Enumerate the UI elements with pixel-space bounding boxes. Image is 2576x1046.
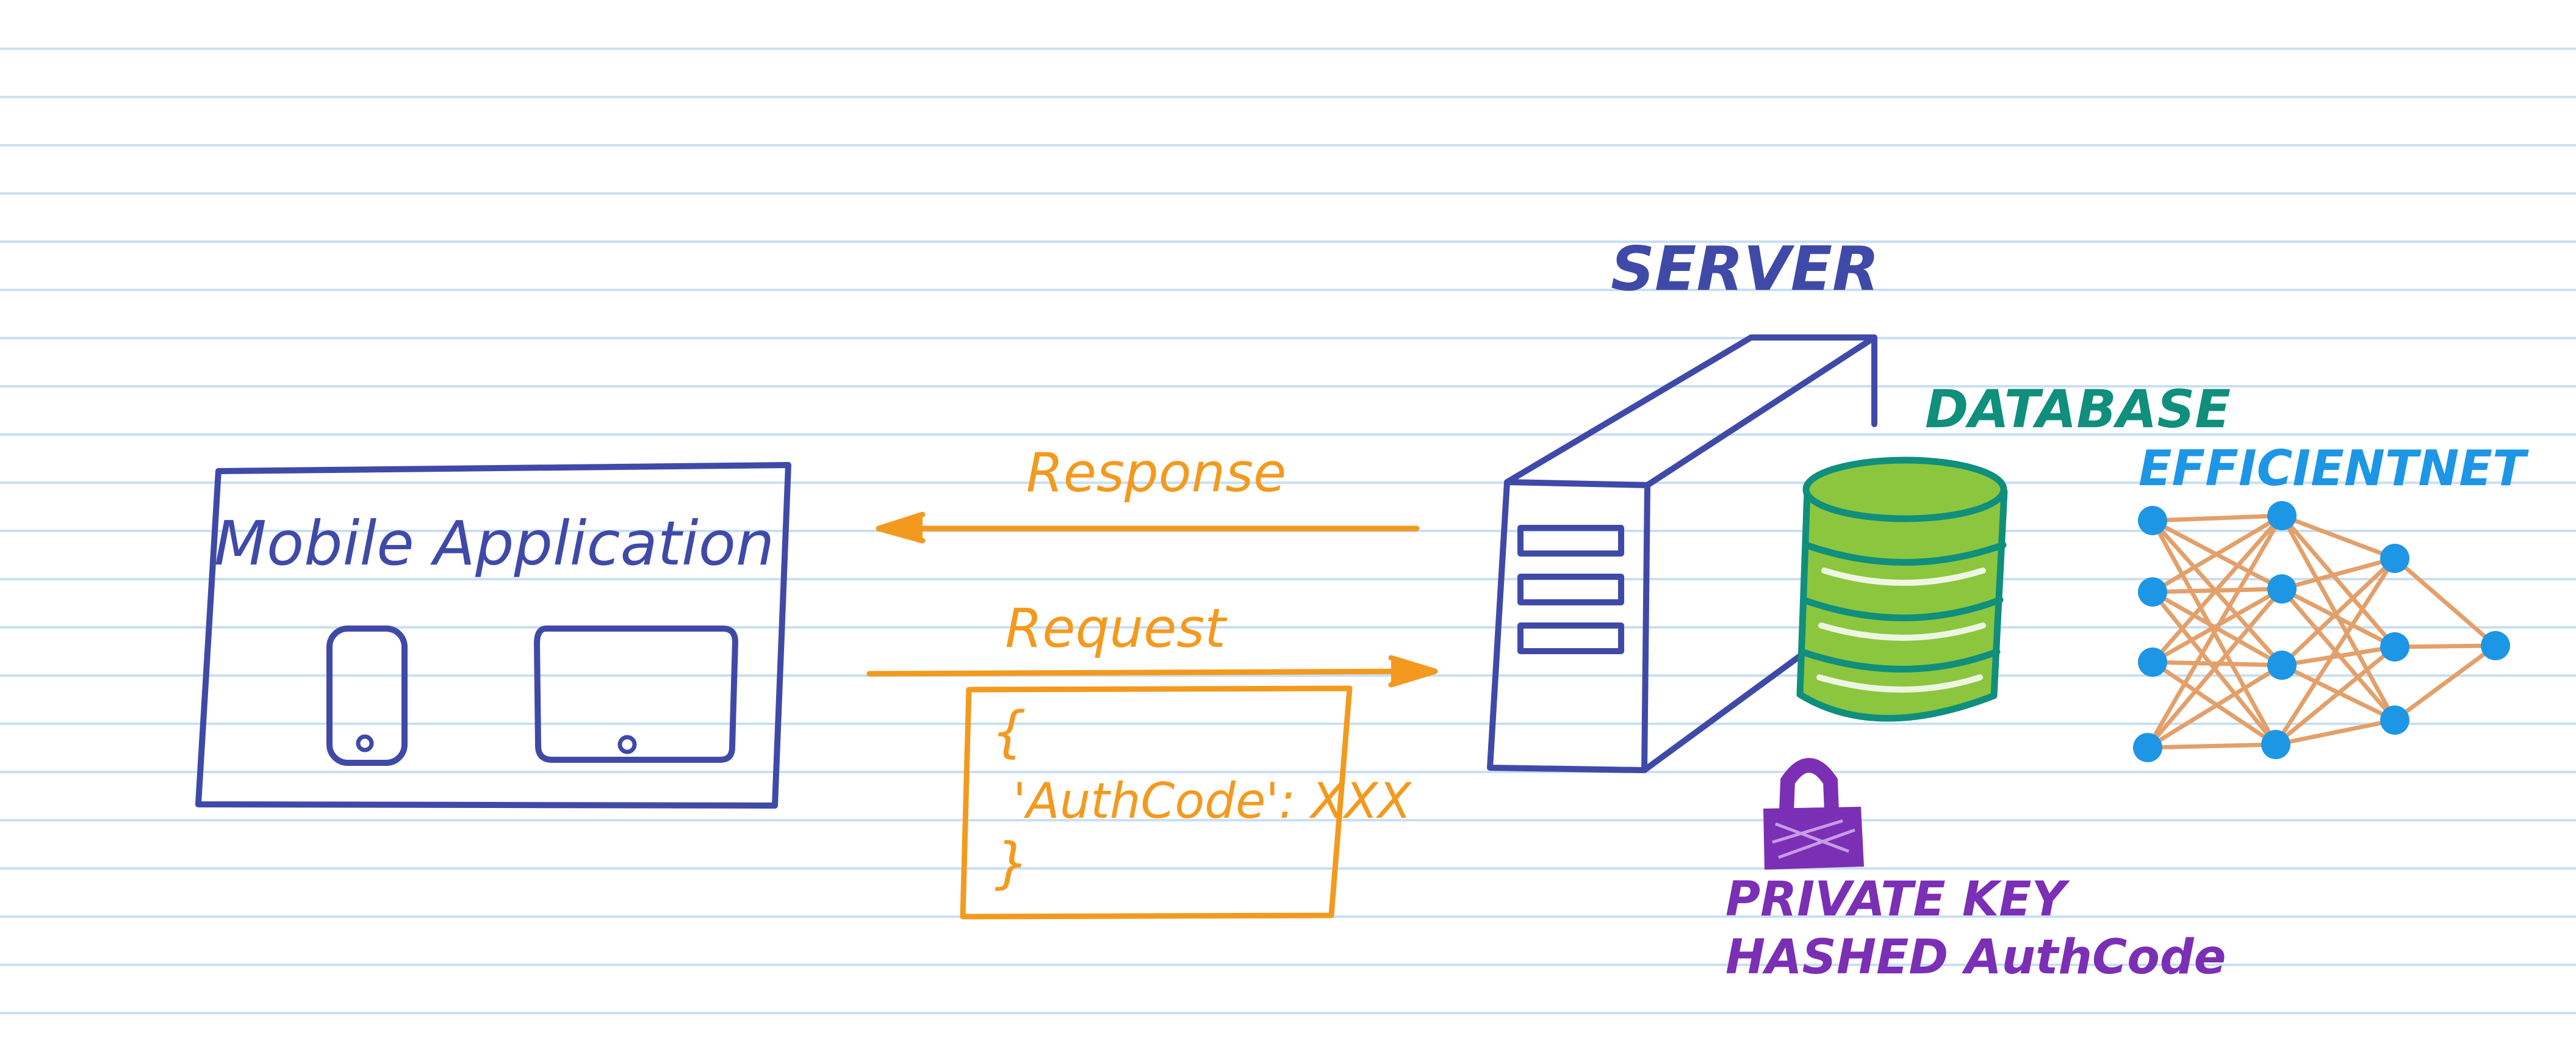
- network-edge: [2279, 513, 2397, 561]
- network-edge: [2150, 660, 2278, 747]
- tablet-icon: [534, 626, 738, 763]
- request-label: Request: [1005, 597, 1228, 660]
- network-edge: [2145, 586, 2284, 750]
- mobile-application-box: Mobile Application: [195, 462, 791, 809]
- payload-open-brace: {: [991, 700, 1026, 764]
- network-edge: [2145, 742, 2278, 750]
- network-node: [2267, 651, 2297, 680]
- padlock-icon: [1763, 758, 1864, 870]
- network-node: [2380, 544, 2409, 573]
- network-node: [2380, 705, 2409, 735]
- ruled-lines: [0, 48, 2576, 1014]
- network-edge: [2150, 513, 2284, 523]
- network-edge: [2145, 513, 2284, 750]
- request-payload-box: { 'AuthCode': XXX }: [960, 685, 1412, 920]
- network-edge: [2273, 718, 2397, 747]
- hashed-authcode-label: HASHED AuthCode: [1725, 930, 2226, 985]
- network-node: [2267, 501, 2297, 530]
- network-edge: [2273, 644, 2397, 747]
- network-edge: [2279, 556, 2397, 668]
- request-arrow: [866, 655, 1438, 688]
- network-edge: [2279, 556, 2397, 591]
- network-edge: [2150, 513, 2284, 665]
- database-label: DATABASE: [1925, 379, 2231, 440]
- database-cylinder-icon: [1796, 456, 2008, 722]
- network-node: [2138, 506, 2167, 535]
- payload-close-brace: }: [995, 831, 1029, 895]
- network-node: [2133, 733, 2162, 762]
- phone-icon: [326, 626, 408, 766]
- neural-network-icon: [2133, 501, 2510, 762]
- network-edge: [2145, 663, 2284, 750]
- network-edge: [2392, 643, 2498, 723]
- network-edge: [2279, 513, 2397, 649]
- efficientnet-label: EFFICIENTNET: [2139, 440, 2529, 497]
- server-tower-icon: [1487, 334, 1877, 773]
- network-node: [2138, 577, 2167, 607]
- response-arrow: [876, 511, 1420, 544]
- network-edge: [2392, 556, 2498, 648]
- network-edge: [2150, 518, 2284, 668]
- network-node: [2267, 574, 2297, 604]
- network-edge: [2279, 586, 2397, 649]
- payload-body: 'AuthCode': XXX: [1013, 773, 1412, 829]
- response-label: Response: [1026, 441, 1287, 504]
- network-node: [2138, 647, 2167, 677]
- network-edge: [2150, 513, 2284, 594]
- network-edge: [2279, 644, 2397, 668]
- network-edge: [2273, 556, 2397, 747]
- network-node: [2380, 632, 2409, 662]
- server-label: SERVER: [1611, 233, 1879, 305]
- mobile-application-label: Mobile Application: [214, 508, 775, 579]
- network-node: [2261, 730, 2290, 759]
- private-key-label: PRIVATE KEY: [1725, 872, 2071, 927]
- network-edge: [2392, 643, 2498, 649]
- network-node: [2481, 631, 2510, 660]
